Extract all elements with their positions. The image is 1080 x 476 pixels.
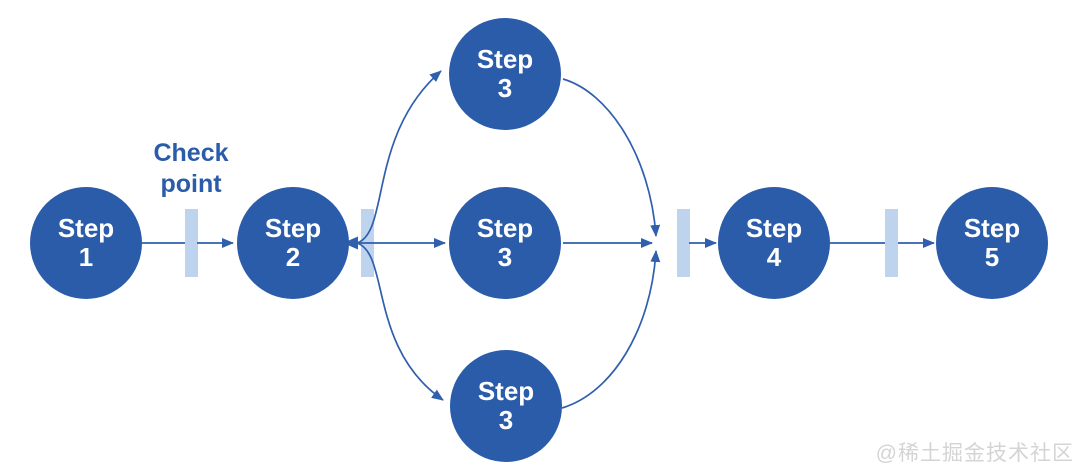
checkpoint-label-line2: point <box>160 169 222 198</box>
node-step-3-middle-label: Step <box>476 212 534 243</box>
node-step-3-top: Step 3 <box>449 18 561 130</box>
checkpoint-bar-1 <box>185 209 198 277</box>
node-step-1-number: 1 <box>78 242 94 272</box>
node-step-3-top-number: 3 <box>497 73 513 103</box>
watermark: @稀土掘金技术社区 <box>875 442 1074 465</box>
node-step-3-bottom-number: 3 <box>498 405 514 435</box>
connector-step2-to-step3-bottom <box>356 242 444 401</box>
node-step-1: Step 1 <box>30 187 142 299</box>
node-step-3-top-label: Step <box>476 43 534 74</box>
connector-step3-bottom-to-merge <box>561 250 661 409</box>
node-step-2: Step 2 <box>237 187 349 299</box>
node-step-5-label: Step <box>963 212 1021 243</box>
checkpoint-bar-3 <box>677 209 690 277</box>
node-step-3-bottom: Step 3 <box>450 350 562 462</box>
node-step-4: Step 4 <box>718 187 830 299</box>
checkpoint-bar-4 <box>885 209 898 277</box>
node-step-4-number: 4 <box>766 242 782 272</box>
node-step-5: Step 5 <box>936 187 1048 299</box>
node-step-3-bottom-label: Step <box>477 375 535 406</box>
checkpoint-label-line1: Check <box>153 139 229 167</box>
connector-step2-to-step3-top <box>356 70 442 244</box>
node-step-2-label: Step <box>264 212 322 243</box>
node-step-4-label: Step <box>745 212 803 243</box>
node-step-1-label: Step <box>57 212 115 243</box>
node-step-5-number: 5 <box>984 242 1000 272</box>
back-arrowhead-into-step2 <box>343 236 358 250</box>
connector-step3-top-to-merge <box>562 78 661 237</box>
node-step-3-middle: Step 3 <box>449 187 561 299</box>
node-step-3-middle-number: 3 <box>497 242 513 272</box>
checkpoint-label: Check point <box>140 138 242 199</box>
node-step-2-number: 2 <box>285 242 301 272</box>
